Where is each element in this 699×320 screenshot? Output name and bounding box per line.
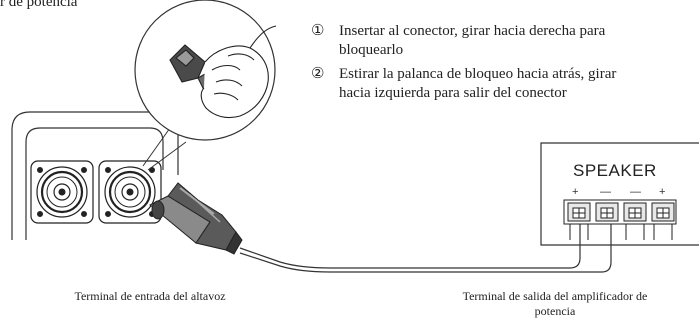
terminal-4: [651, 202, 675, 222]
amplifier-panel: [540, 142, 699, 246]
polarity-label-4: +: [659, 186, 666, 198]
amp-terminal-caption-line2: potencia: [534, 304, 576, 318]
speaker-input-jack-2: [98, 160, 162, 224]
amplifier-speaker-label: SPEAKER: [573, 161, 657, 180]
step-1-line2: bloquearlo: [339, 42, 404, 58]
step-2-line2: hacia izquierda para salir del conector: [339, 85, 567, 101]
top-partial-caption: r de potencia: [0, 0, 78, 10]
step-1-line1: Insertar al conector, girar hacia derech…: [339, 23, 606, 39]
speaker-input-jack-1: [30, 160, 94, 224]
terminal-3: [623, 202, 647, 222]
speaker-cable: [239, 222, 612, 273]
polarity-label-1: +: [572, 186, 579, 198]
step-1-marker: ①: [311, 23, 325, 39]
amp-terminal-block: [563, 199, 677, 240]
polarity-label-2: —: [600, 186, 611, 198]
step-2-marker: ②: [311, 66, 325, 82]
amp-terminal-caption: Terminal de salida del amplificador de p…: [420, 289, 690, 319]
step-1: ① Insertar al conector, girar hacia derec…: [311, 22, 691, 60]
speaker-terminal-caption: Terminal de entrada del altavoz: [74, 289, 226, 303]
step-2-line1: Estirar la palanca de bloqueo hacia atrá…: [339, 66, 617, 82]
terminal-1: [567, 202, 591, 222]
polarity-label-3: —: [630, 186, 641, 198]
speakon-plug: [149, 182, 243, 255]
terminal-2: [595, 202, 619, 222]
hand-twisting-plug-illustration: [169, 25, 277, 119]
step-2: ② Estirar la palanca de bloqueo hacia atr…: [311, 65, 696, 103]
amp-terminal-caption-line1: Terminal de salida del amplificador de: [462, 289, 648, 303]
